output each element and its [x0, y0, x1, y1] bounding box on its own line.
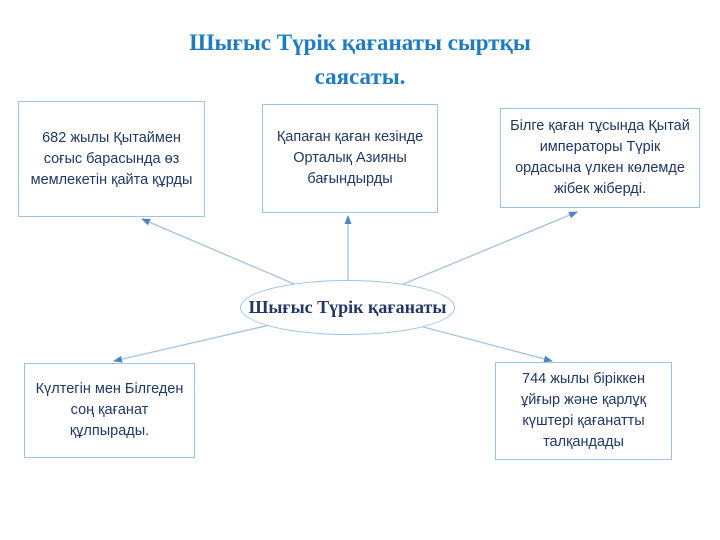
node-box-bottom-right-label: 744 жылы біріккен ұйғыр және қарлұқ күшт…: [520, 371, 647, 450]
node-box-top-middle-label: Қапаған қаған кезінде Орталық Азияны бағ…: [276, 129, 424, 187]
center-oval-label: Шығыс Түрік қағанаты: [248, 297, 447, 317]
node-box-top-left: 682 жылы Қытаймен соғыс барасында өз мем…: [18, 101, 205, 217]
node-box-top-middle: Қапаған қаған кезінде Орталық Азияны бағ…: [262, 104, 438, 213]
node-box-top-right: Білге қаған тұсында Қытай императоры Түр…: [500, 108, 700, 208]
node-box-top-right-label: Білге қаған тұсында Қытай императоры Түр…: [510, 118, 690, 197]
node-box-bottom-left: Күлтегін мен Білгеден соң қағанат құлпыр…: [24, 363, 195, 458]
node-box-top-left-label: 682 жылы Қытаймен соғыс барасында өз мем…: [30, 129, 193, 188]
center-oval-node: Шығыс Түрік қағанаты: [240, 280, 455, 335]
slide-title: Шығыс Түрік қағанаты сыртқы саясаты.: [189, 30, 531, 89]
node-box-bottom-right: 744 жылы біріккен ұйғыр және қарлұқ күшт…: [495, 362, 672, 460]
node-box-bottom-left-label: Күлтегін мен Білгеден соң қағанат құлпыр…: [35, 381, 184, 439]
